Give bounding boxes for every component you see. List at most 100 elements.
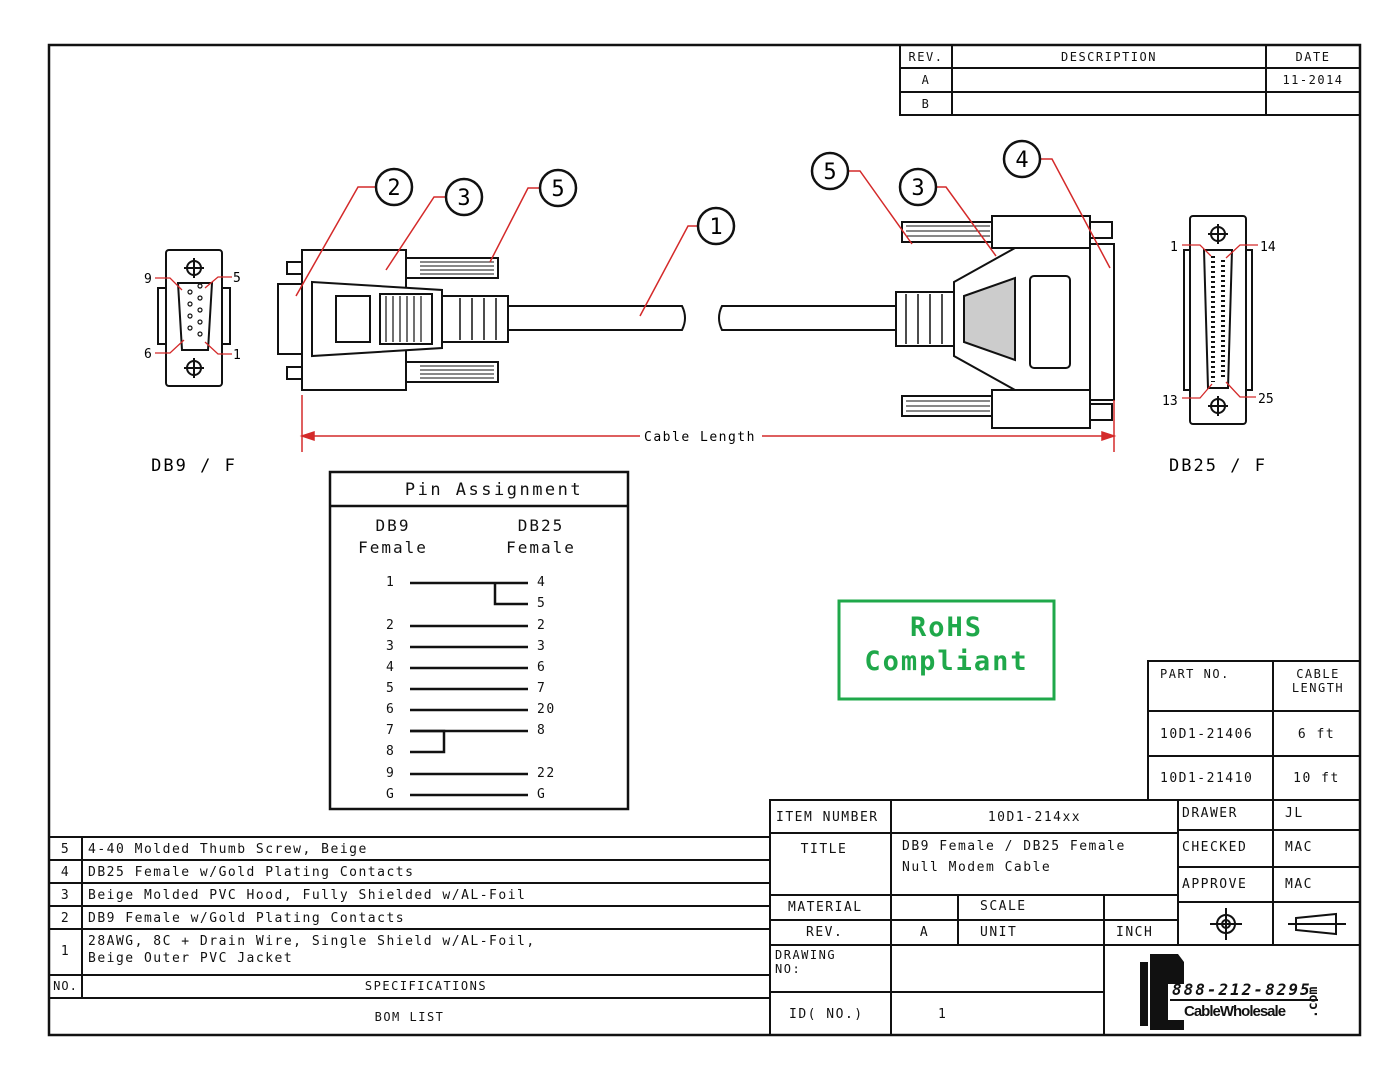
callout-3b: 3 bbox=[911, 176, 924, 201]
drawing-no-label: DRAWING NO: bbox=[775, 948, 837, 976]
rev-b: B bbox=[921, 97, 931, 111]
pin-label-right: 5 bbox=[537, 596, 547, 611]
bom-spec-header: SPECIFICATIONS bbox=[364, 979, 488, 993]
pin-assignment-title: Pin Assignment bbox=[404, 480, 584, 500]
db9-pin-6: 6 bbox=[144, 347, 152, 362]
length-1: 6 ft bbox=[1297, 727, 1336, 742]
cablewholesale-logo bbox=[1140, 954, 1318, 1030]
revision-table-grid bbox=[899, 44, 1361, 116]
rev-a-date: 11-2014 bbox=[1282, 73, 1344, 87]
cable-length-header: CABLE LENGTH bbox=[1291, 667, 1345, 695]
rev-a: A bbox=[921, 73, 931, 87]
bom-item-spec: DB9 Female w/Gold Plating Contacts bbox=[88, 911, 406, 926]
projection-symbols bbox=[1210, 908, 1346, 940]
pin-label-right: 3 bbox=[537, 639, 547, 654]
description-header: DESCRIPTION bbox=[1061, 50, 1157, 64]
db9-pin-9: 9 bbox=[144, 272, 152, 287]
pin-label-right: 20 bbox=[537, 702, 556, 717]
logo-name: CableWholesale bbox=[1184, 1003, 1286, 1020]
pin-label-left: 1 bbox=[386, 575, 396, 590]
pin-label-right: 8 bbox=[537, 723, 547, 738]
bom-grid bbox=[49, 836, 770, 999]
checked-label: CHECKED bbox=[1182, 840, 1248, 855]
bom-item-spec: Beige Molded PVC Hood, Fully Shielded w/… bbox=[88, 888, 527, 903]
pin-label-left: 6 bbox=[386, 702, 396, 717]
pin-label-left: 9 bbox=[386, 766, 396, 781]
cable-length-label: Cable Length bbox=[644, 430, 756, 445]
db9-pin-5: 5 bbox=[233, 271, 241, 286]
part-no-header: PART NO. bbox=[1160, 667, 1230, 681]
title-line-1: DB9 Female / DB25 Female bbox=[902, 839, 1126, 854]
callout-1: 1 bbox=[709, 215, 722, 240]
pin-label-right: 4 bbox=[537, 575, 547, 590]
bom-no-header: NO. bbox=[53, 979, 78, 993]
rev-header: REV. bbox=[908, 50, 944, 64]
rev-label: REV. bbox=[806, 925, 844, 940]
db25-pin-25: 25 bbox=[1258, 392, 1274, 407]
db25-front-view bbox=[1183, 215, 1253, 425]
db25-pin-14: 14 bbox=[1260, 240, 1276, 255]
drawer-value: JL bbox=[1285, 806, 1304, 821]
db9-label: DB9 / F bbox=[151, 456, 237, 476]
db25-female-header: Female bbox=[506, 538, 576, 557]
callout-bubbles bbox=[374, 139, 1042, 246]
date-header: DATE bbox=[1295, 50, 1331, 64]
bom-item-number: 4 bbox=[60, 865, 71, 880]
pin-label-left: 7 bbox=[386, 723, 396, 738]
callout-4: 4 bbox=[1015, 148, 1028, 173]
callout-5: 5 bbox=[551, 177, 564, 202]
pin-assignment-box bbox=[328, 470, 630, 811]
pin-label-left: G bbox=[386, 787, 396, 802]
logo-suffix: .com bbox=[1306, 986, 1321, 1018]
item-number-label: ITEM NUMBER bbox=[776, 810, 879, 825]
db9-side-view bbox=[277, 249, 686, 391]
approve-label: APPROVE bbox=[1182, 877, 1248, 892]
logo-phone: 888-212-8295 bbox=[1172, 980, 1312, 999]
bom-item-spec: DB25 Female w/Gold Plating Contacts bbox=[88, 865, 415, 880]
db9-pin-1: 1 bbox=[233, 348, 241, 363]
db9-header: DB9 bbox=[375, 516, 411, 535]
pin-label-left: 8 bbox=[386, 744, 396, 759]
db25-label: DB25 / F bbox=[1169, 456, 1267, 476]
db25-side-view bbox=[718, 215, 1115, 429]
callout-leaders bbox=[295, 158, 1111, 317]
bom-item-number: 1 bbox=[60, 944, 71, 959]
id-no-label: ID( NO.) bbox=[789, 1007, 864, 1022]
title-block-grid bbox=[769, 799, 1361, 1036]
db9-female-header: Female bbox=[358, 538, 428, 557]
db25-pin-leaders bbox=[1182, 244, 1258, 399]
bom-item-number: 5 bbox=[60, 842, 71, 857]
title-line-2: Null Modem Cable bbox=[902, 860, 1052, 875]
db25-header: DB25 bbox=[517, 516, 565, 535]
pin-label-right: 6 bbox=[537, 660, 547, 675]
unit-value: INCH bbox=[1116, 925, 1154, 940]
db9-front-view bbox=[157, 249, 231, 387]
pin-label-right: 7 bbox=[537, 681, 547, 696]
id-no-value: 1 bbox=[938, 1007, 948, 1022]
bom-item-spec: 4-40 Molded Thumb Screw, Beige bbox=[88, 842, 368, 857]
pin-wiring bbox=[410, 581, 528, 797]
title-label: TITLE bbox=[800, 842, 848, 857]
drawer-label: DRAWER bbox=[1182, 806, 1238, 821]
cable-length-dimension bbox=[299, 395, 1117, 452]
bom-list-footer: BOM LIST bbox=[374, 1010, 445, 1024]
bom-item-number: 2 bbox=[60, 911, 71, 926]
checked-value: MAC bbox=[1285, 840, 1313, 855]
pin-label-left: 4 bbox=[386, 660, 396, 675]
callout-2: 2 bbox=[387, 176, 400, 201]
bom-item-spec: 28AWG, 8C + Drain Wire, Single Shield w/… bbox=[88, 934, 536, 949]
pin-label-right: 22 bbox=[537, 766, 556, 781]
db25-pin-1: 1 bbox=[1170, 240, 1178, 255]
callout-3: 3 bbox=[457, 186, 470, 211]
length-2: 10 ft bbox=[1293, 771, 1340, 786]
db25-pin-13: 13 bbox=[1162, 394, 1178, 409]
pin-label-right: 2 bbox=[537, 618, 547, 633]
bom-item-spec-line2: Beige Outer PVC Jacket bbox=[88, 951, 294, 966]
approve-value: MAC bbox=[1285, 877, 1313, 892]
item-number-value: 10D1-214xx bbox=[987, 810, 1082, 825]
pin-label-right: G bbox=[537, 787, 547, 802]
pin-label-left: 5 bbox=[386, 681, 396, 696]
bom-item-number: 3 bbox=[60, 888, 71, 903]
part-no-2: 10D1-21410 bbox=[1160, 771, 1254, 786]
